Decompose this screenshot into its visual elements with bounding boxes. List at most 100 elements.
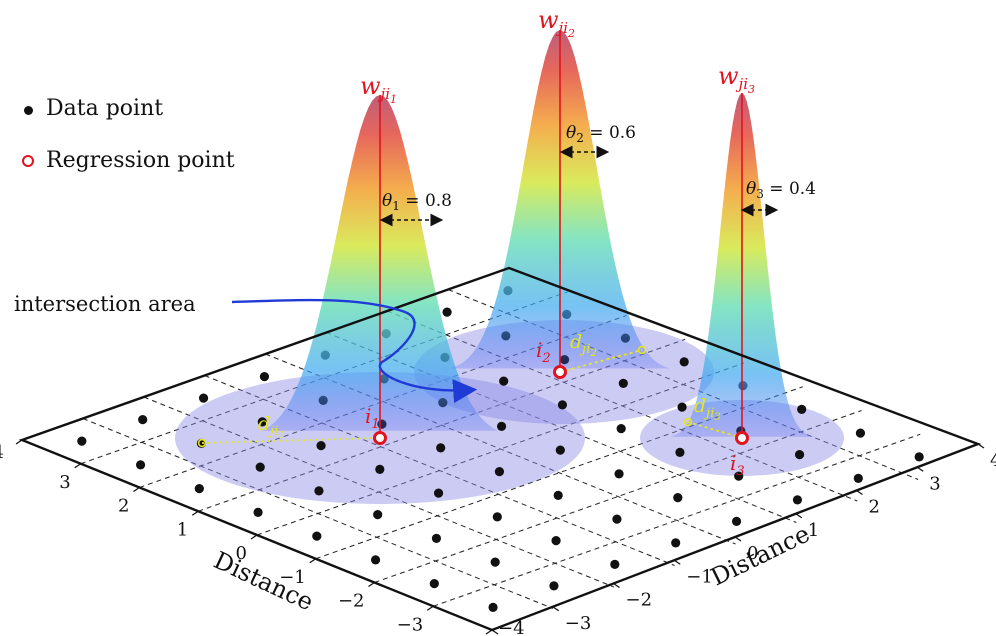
- left-tick: [15, 439, 23, 445]
- data-point: [557, 400, 568, 410]
- left-tick-label: −3: [397, 614, 424, 635]
- left-tick: [191, 510, 199, 516]
- svg-text:θ1 = 0.8: θ1 = 0.8: [382, 191, 452, 213]
- left-tick: [426, 605, 434, 611]
- left-tick-label: 3: [59, 472, 70, 493]
- data-point: [551, 536, 561, 546]
- data-point: [253, 507, 263, 517]
- svg-text:θ3 = 0.4: θ3 = 0.4: [746, 179, 816, 201]
- data-point: [616, 424, 626, 434]
- left-tick: [250, 534, 258, 540]
- data-point: [494, 467, 505, 477]
- right-tick: [856, 490, 863, 495]
- right-tick: [734, 536, 742, 542]
- left-tick-label: −2: [338, 591, 365, 612]
- data-point: [316, 441, 326, 451]
- regression-point-1: [373, 431, 387, 445]
- data-point: [496, 421, 507, 431]
- data-point: [431, 533, 442, 543]
- data-point: [794, 450, 805, 460]
- data-point: [555, 445, 565, 455]
- left-tick: [74, 463, 82, 469]
- grid-line: [387, 310, 858, 502]
- data-point: [492, 512, 502, 522]
- legend: Data point Regression point: [20, 93, 235, 175]
- data-point: [370, 555, 381, 565]
- data-point: [198, 393, 209, 403]
- regression-point-icon: [22, 154, 34, 167]
- intersection-arrow: [231, 298, 478, 404]
- distance-1-arrow-tip: [197, 438, 207, 448]
- data-point: [553, 490, 563, 500]
- left-tick: [368, 582, 375, 587]
- right-tick: [673, 559, 681, 565]
- data-point: [731, 516, 742, 526]
- distance-1-arrow: [201, 437, 379, 444]
- data-point: [436, 443, 446, 453]
- right-tick-label: −4: [498, 618, 525, 636]
- data-point: [853, 473, 863, 483]
- left-tick: [485, 629, 493, 635]
- distance-2-arrow: [559, 349, 643, 373]
- left-tick: [133, 487, 140, 492]
- data-point: [255, 462, 265, 472]
- data-point: [138, 415, 148, 425]
- right-tick-label: 1: [808, 520, 819, 541]
- data-point: [914, 452, 924, 462]
- left-tick-label: 2: [118, 496, 129, 517]
- right-tick-label: 2: [869, 497, 880, 518]
- regression-point-2: [553, 365, 567, 379]
- right-tick: [916, 466, 924, 472]
- legend-regression-point: Regression point: [20, 145, 235, 175]
- distance-2-arrow-tip: [637, 345, 647, 355]
- svg-text:wji3: wji3: [718, 62, 755, 96]
- data-point: [499, 376, 509, 386]
- right-tick-label: −1: [686, 566, 713, 587]
- right-tick: [795, 513, 803, 519]
- right-tick: [491, 629, 499, 635]
- data-point: [488, 602, 498, 612]
- data-point: [77, 436, 87, 446]
- data-point: [375, 464, 385, 474]
- left-tick-label: 4: [0, 442, 4, 463]
- data-point: [257, 417, 267, 427]
- distance-3-arrow-tip: [683, 417, 693, 427]
- data-point: [312, 531, 322, 541]
- data-point: [671, 538, 681, 548]
- intersection-area-label: intersection area: [14, 292, 196, 316]
- right-tick: [552, 606, 560, 612]
- data-point: [679, 357, 689, 367]
- legend-regression-point-label: Regression point: [46, 147, 235, 173]
- data-point: [549, 581, 559, 591]
- right-tick-label: 4: [990, 450, 996, 471]
- data-point: [429, 579, 439, 589]
- data-point: [442, 307, 452, 317]
- right-tick-label: 0: [747, 543, 758, 564]
- legend-data-point-label: Data point: [46, 95, 164, 121]
- right-tick-label: −3: [565, 613, 592, 634]
- svg-text:θ2 = 0.6: θ2 = 0.6: [566, 123, 636, 145]
- legend-data-point: Data point: [20, 93, 235, 123]
- data-point: [677, 402, 687, 412]
- data-point: [259, 372, 270, 382]
- right-tick-label: 3: [929, 473, 940, 494]
- data-point: [314, 486, 324, 496]
- data-point: [855, 428, 866, 438]
- data-point: [792, 495, 803, 505]
- data-point: [618, 378, 628, 388]
- data-point: [734, 471, 744, 481]
- data-point: [797, 404, 807, 414]
- left-tick: [309, 558, 317, 564]
- right-tick: [977, 443, 985, 449]
- data-point: [194, 484, 204, 494]
- data-point: [675, 447, 685, 457]
- data-point: [135, 460, 146, 470]
- data-point: [610, 559, 620, 569]
- left-tick-label: −1: [279, 567, 306, 588]
- right-tick-label: −2: [626, 590, 653, 611]
- right-tick: [613, 583, 620, 588]
- data-point: [433, 488, 444, 498]
- data-point: [673, 493, 683, 503]
- data-point: [490, 557, 500, 567]
